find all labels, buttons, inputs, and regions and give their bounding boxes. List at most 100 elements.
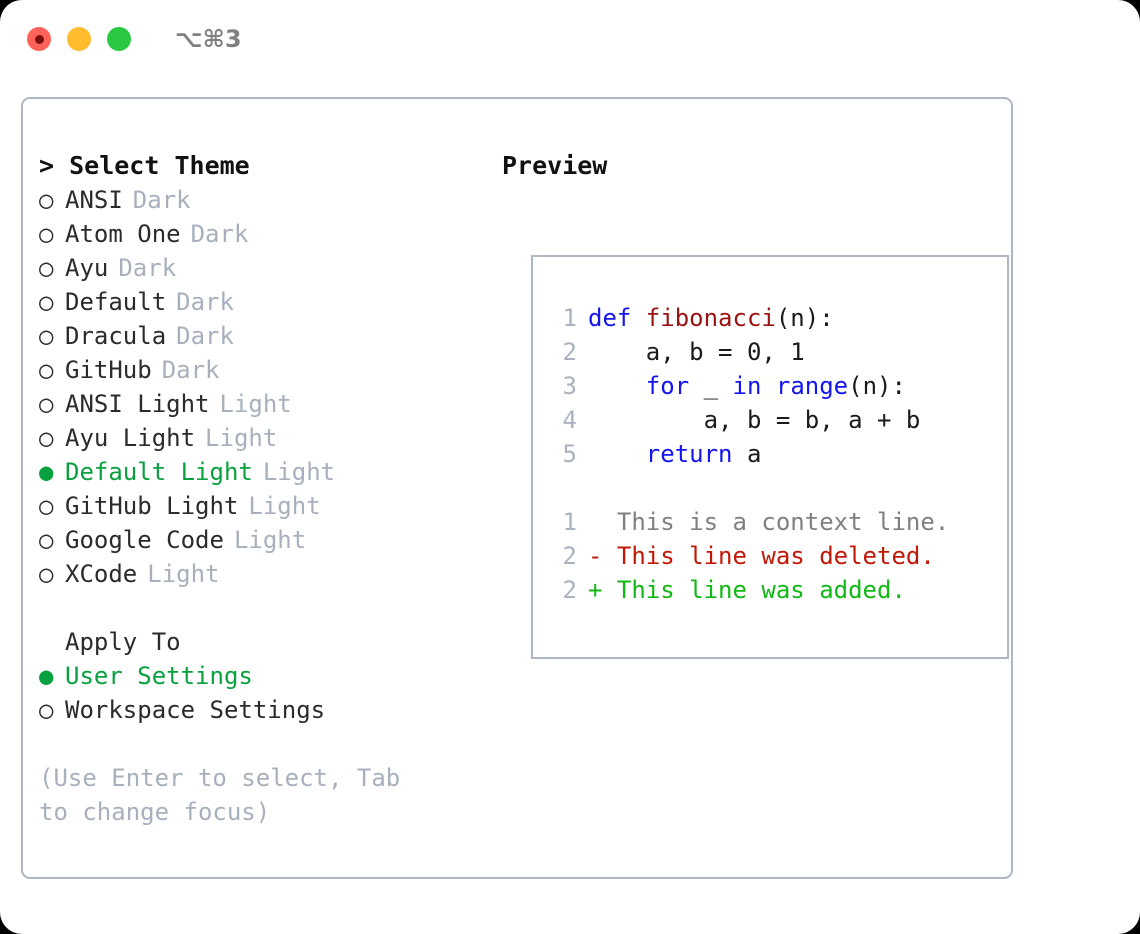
radio-selected-icon: ● bbox=[39, 662, 54, 690]
radio-unselected-icon: ○ bbox=[39, 696, 54, 724]
code-line: 2 a, b = 0, 1 bbox=[547, 335, 949, 369]
code-token bbox=[588, 437, 646, 471]
code-line: 3 for _ in range(n): bbox=[547, 369, 949, 403]
code-token bbox=[588, 369, 646, 403]
line-number: 2 bbox=[562, 338, 577, 366]
theme-option-label: ANSI Light bbox=[65, 390, 210, 418]
theme-option-github-light[interactable]: ○ GitHub Light Light bbox=[39, 489, 469, 523]
theme-option-category: Light bbox=[248, 492, 321, 520]
code-token: _ bbox=[689, 372, 733, 400]
theme-option-label: Default Light bbox=[65, 458, 253, 486]
theme-option-label: GitHub bbox=[65, 356, 152, 384]
maximize-button[interactable] bbox=[107, 27, 131, 51]
theme-option-category: Dark bbox=[190, 220, 249, 248]
theme-option-atom-one[interactable]: ○ Atom One Dark bbox=[39, 217, 469, 251]
theme-option-category: Dark bbox=[176, 288, 234, 316]
diff-marker: - bbox=[588, 542, 617, 570]
theme-option-label: ANSI bbox=[65, 186, 123, 214]
diff-marker: + bbox=[588, 576, 617, 604]
diff-line-del: 2- This line was deleted. bbox=[547, 539, 949, 573]
radio-unselected-icon: ○ bbox=[39, 356, 54, 384]
code-token: (n): bbox=[775, 304, 834, 332]
title-bar: ⌥⌘3 bbox=[0, 0, 1140, 78]
theme-option-label: XCode bbox=[65, 560, 138, 588]
apply-to-option-list[interactable]: ● User Settings ○ Workspace Settings bbox=[39, 659, 469, 727]
line-number: 1 bbox=[562, 508, 577, 536]
diff-text: This line was added. bbox=[616, 576, 906, 604]
apply-to-option-label: Workspace Settings bbox=[65, 696, 326, 724]
theme-option-category: Light bbox=[262, 458, 336, 486]
theme-option-label: Atom One bbox=[65, 220, 181, 248]
keyboard-shortcut-label: ⌥⌘3 bbox=[175, 25, 242, 53]
code-token bbox=[761, 369, 775, 403]
code-blank-line bbox=[547, 471, 949, 505]
theme-option-dracula[interactable]: ○ Dracula Dark bbox=[39, 319, 469, 353]
code-token: def bbox=[588, 304, 646, 332]
diff-text: This is a context line. bbox=[616, 508, 950, 536]
preview-header: Preview bbox=[502, 151, 608, 180]
radio-unselected-icon: ○ bbox=[39, 526, 54, 554]
theme-option-label: Default bbox=[65, 288, 167, 316]
theme-option-category: Dark bbox=[118, 254, 177, 282]
radio-unselected-icon: ○ bbox=[39, 288, 54, 316]
radio-unselected-icon: ○ bbox=[39, 322, 54, 350]
theme-option-xcode[interactable]: ○ XCode Light bbox=[39, 557, 469, 591]
line-number: 1 bbox=[562, 304, 577, 332]
radio-unselected-icon: ○ bbox=[39, 492, 54, 520]
theme-option-category: Dark bbox=[161, 356, 220, 384]
code-token: fibonacci bbox=[645, 304, 776, 332]
apply-to-option-workspace-settings[interactable]: ○ Workspace Settings bbox=[39, 693, 469, 727]
theme-option-category: Light bbox=[233, 526, 307, 554]
radio-unselected-icon: ○ bbox=[39, 220, 54, 248]
line-number: 3 bbox=[562, 372, 577, 400]
theme-option-label: Dracula bbox=[65, 322, 167, 350]
theme-option-label: Ayu bbox=[65, 254, 109, 282]
radio-unselected-icon: ○ bbox=[39, 186, 54, 214]
theme-option-category: Light bbox=[147, 560, 220, 588]
keyboard-hint-text: (Use Enter to select, Tab to change focu… bbox=[39, 764, 415, 826]
code-token: a bbox=[732, 440, 762, 468]
theme-option-ansi[interactable]: ○ ANSI Dark bbox=[39, 183, 469, 217]
hint-spacer bbox=[39, 727, 469, 761]
line-number: 2 bbox=[562, 542, 577, 570]
code-token: for bbox=[645, 372, 690, 400]
diff-marker bbox=[588, 505, 617, 539]
list-spacer bbox=[39, 591, 469, 625]
theme-option-category: Dark bbox=[132, 186, 191, 214]
code-token: in bbox=[732, 372, 762, 400]
theme-option-github[interactable]: ○ GitHub Dark bbox=[39, 353, 469, 387]
code-line: 4 a, b = b, a + b bbox=[547, 403, 949, 437]
diff-line-ctx: 1 This is a context line. bbox=[547, 505, 950, 539]
apply-to-option-label: User Settings bbox=[65, 662, 253, 690]
radio-selected-icon: ● bbox=[39, 458, 54, 486]
diff-text: This line was deleted. bbox=[616, 542, 935, 570]
radio-unselected-icon: ○ bbox=[39, 560, 54, 588]
code-token: a, b = 0, 1 bbox=[588, 338, 805, 366]
code-token: return bbox=[645, 440, 733, 468]
theme-option-default[interactable]: ○ Default Dark bbox=[39, 285, 469, 319]
code-token: a, b = b, a + b bbox=[588, 406, 921, 434]
apply-to-title: Apply To bbox=[65, 628, 181, 656]
select-theme-header: > Select Theme bbox=[39, 151, 250, 180]
code-line: 1 def fibonacci(n): bbox=[547, 301, 949, 335]
theme-option-label: GitHub Light bbox=[65, 492, 239, 520]
code-line: 5 return a bbox=[547, 437, 949, 471]
apply-to-option-user-settings[interactable]: ● User Settings bbox=[39, 659, 469, 693]
theme-option-category: Light bbox=[219, 390, 292, 418]
diff-line-add: 2+ This line was added. bbox=[547, 573, 949, 607]
close-button[interactable] bbox=[27, 27, 51, 51]
theme-option-default-light[interactable]: ● Default Light Light bbox=[39, 455, 469, 489]
theme-option-category: Dark bbox=[176, 322, 234, 350]
theme-option-label: Ayu Light bbox=[65, 424, 196, 452]
minimize-button[interactable] bbox=[67, 27, 91, 51]
